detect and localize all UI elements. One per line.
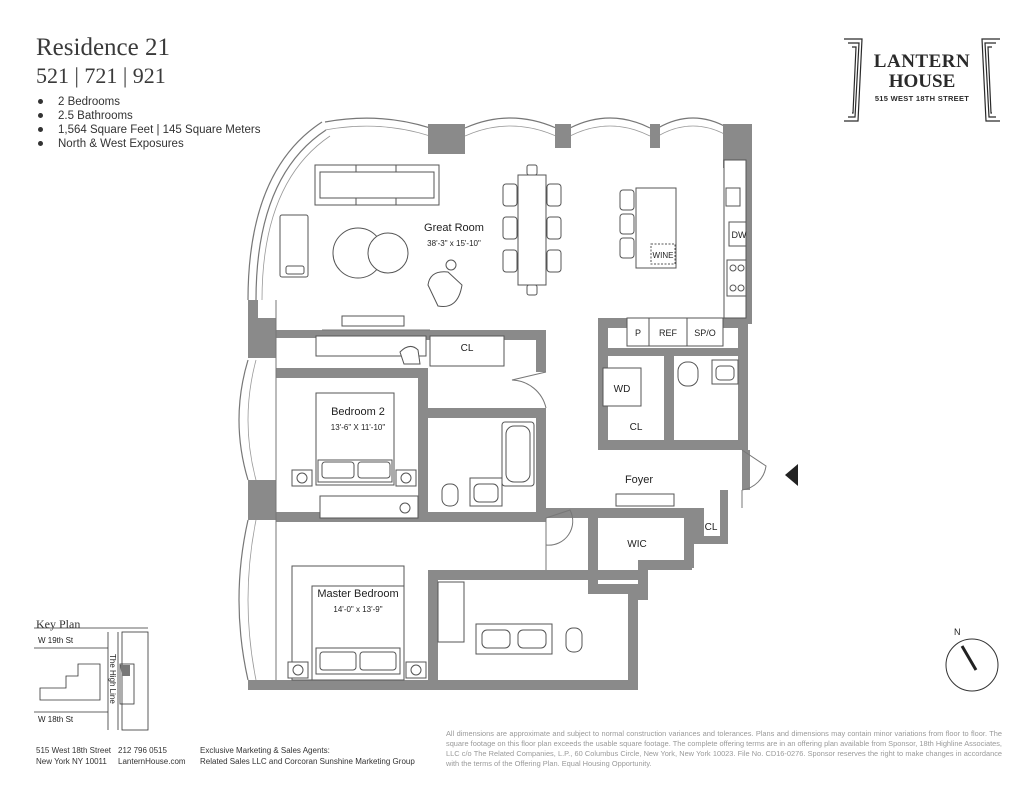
appliance-wine: WINE bbox=[653, 251, 674, 260]
compass: N bbox=[945, 627, 999, 692]
appliance-ref: REF bbox=[659, 328, 678, 338]
feature-item: North & West Exposures bbox=[36, 137, 260, 151]
room-label-master: Master Bedroom bbox=[317, 588, 398, 600]
appliance-dw: DW bbox=[732, 230, 747, 240]
room-label-bedroom2: Bedroom 2 bbox=[331, 406, 385, 418]
lantern-house-logo: LANTERN HOUSE 515 WEST 18TH STREET bbox=[842, 37, 1002, 123]
residence-title: Residence 21 bbox=[36, 34, 170, 61]
feature-item: 2.5 Bathrooms bbox=[36, 109, 260, 123]
room-label-cl: CL bbox=[705, 522, 718, 533]
footer-address: 515 West 18th Street New York NY 10011 bbox=[36, 745, 111, 767]
feature-item: 1,564 Square Feet | 145 Square Meters bbox=[36, 123, 260, 137]
kitchen-island bbox=[619, 159, 747, 347]
website-link[interactable]: LanternHouse.com bbox=[118, 757, 186, 766]
keyplan-title: Key Plan bbox=[36, 617, 81, 631]
bedroom2-bed bbox=[291, 392, 417, 487]
keyplan-high-line: The High Line bbox=[108, 654, 117, 704]
room-dims-bedroom2: 13'-6" X 11'-10" bbox=[331, 423, 386, 432]
footer-contact: 212 796 0515 LanternHouse.com bbox=[118, 745, 186, 767]
unit-location-marker bbox=[120, 665, 130, 676]
room-label-cl: CL bbox=[461, 343, 474, 354]
dining-table bbox=[502, 164, 562, 296]
entry-arrow-icon bbox=[785, 464, 798, 486]
room-label-wd: WD bbox=[614, 384, 631, 395]
residence-units: 521 | 721 | 921 bbox=[36, 63, 166, 88]
legal-disclaimer: All dimensions are approximate and subje… bbox=[446, 729, 1002, 768]
keyplan-street-top: W 19th St bbox=[38, 636, 74, 645]
feature-list: 2 Bedrooms 2.5 Bathrooms 1,564 Square Fe… bbox=[36, 95, 260, 151]
room-dims-great-room: 38'-3" x 15'-10" bbox=[427, 239, 481, 248]
footer-agents: Exclusive Marketing & Sales Agents: Rela… bbox=[200, 745, 415, 767]
room-label-wic: WIC bbox=[627, 539, 646, 550]
key-plan: W 19th St W 18th St The High Line bbox=[34, 627, 149, 731]
agents-names: Related Sales LLC and Corcoran Sunshine … bbox=[200, 757, 415, 766]
phone-number: 212 796 0515 bbox=[118, 746, 167, 755]
compass-needle-icon bbox=[960, 645, 978, 671]
room-label-great-room: Great Room bbox=[424, 222, 484, 234]
keyplan-street-bottom: W 18th St bbox=[38, 715, 74, 724]
window-arc bbox=[247, 121, 323, 301]
agents-heading: Exclusive Marketing & Sales Agents: bbox=[200, 746, 330, 755]
appliance-spo: SP/O bbox=[694, 328, 716, 338]
room-dims-master: 14'-0" x 13'-9" bbox=[333, 605, 382, 614]
appliance-p: P bbox=[635, 328, 641, 338]
room-label-cl: CL bbox=[630, 422, 643, 433]
address-line-2: New York NY 10011 bbox=[36, 757, 107, 766]
logo-frame-icon bbox=[844, 38, 1000, 122]
logo-line-1: LANTERN bbox=[873, 51, 971, 72]
sofa bbox=[279, 164, 463, 308]
room-label-foyer: Foyer bbox=[625, 474, 653, 486]
logo-line-2: HOUSE bbox=[888, 71, 956, 92]
logo-address: 515 WEST 18TH STREET bbox=[874, 94, 970, 103]
master-bed bbox=[287, 565, 427, 681]
feature-item: 2 Bedrooms bbox=[36, 95, 260, 109]
address-line-1: 515 West 18th Street bbox=[36, 746, 112, 755]
compass-north-label: N bbox=[954, 627, 961, 637]
